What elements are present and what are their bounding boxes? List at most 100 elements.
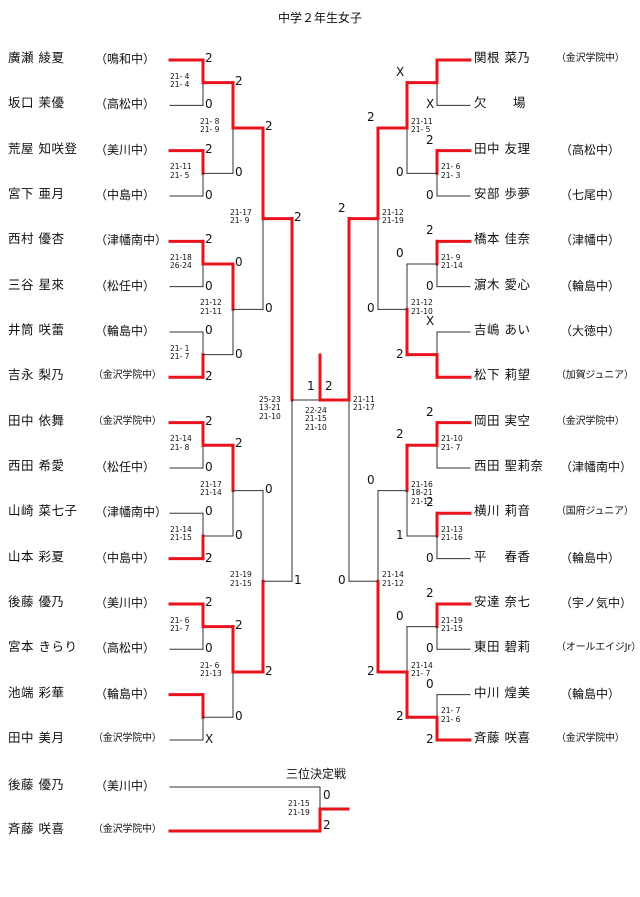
right-player-school: （津幡南中） [560,459,633,474]
left-player-name: 山本 彩夏 [8,548,65,564]
match-score-top: 0 [265,481,273,496]
match-set-scores: 21-11 21-17 [353,394,375,413]
left-player-name: 廣瀬 綾夏 [8,50,65,65]
right-player-name: 平 春香 [474,548,531,564]
bracket-title: 中学２年生女子 [277,11,362,25]
match-score-top: 0 [396,245,404,260]
match-score-bottom: 0 [396,165,404,180]
left-player-school: （鳴和中） [95,52,156,66]
third-place-player-school: （金沢学院中） [93,824,162,835]
match-set-scores: 21-11 21- 5 [411,116,433,135]
match-score-top: 2 [205,232,213,247]
left-player-school: （中島中） [95,550,156,565]
right-player-name: 濵木 愛心 [474,276,531,292]
left-player-name: 吉永 梨乃 [8,367,65,383]
match-score-top: 2 [426,495,434,510]
match-score-bottom: 0 [426,550,434,565]
left-player-school: （輪島中） [95,323,156,338]
right-player-school: （オールエイジJr） [556,642,640,654]
match-set-scores: 21-12 21-10 [411,298,433,316]
left-player-name: 山崎 菜七子 [8,503,78,519]
match-set-scores: 21-12 21-11 [200,298,222,316]
right-player-school: （宇ノ気中） [560,595,633,610]
right-player-school: （津幡中） [560,233,621,248]
match-score-bottom: 0 [235,165,243,180]
match-score-top: 2 [265,118,273,133]
right-player-name: 斉藤 咲喜 [474,729,531,745]
match-set-scores: 21-13 21-16 [441,524,463,543]
match-set-scores: 21- 6 21-13 [200,660,222,679]
left-player-name: 井筒 咲蕾 [8,321,65,337]
match-score-top: 2 [396,427,404,442]
match-score-top: 0 [205,504,213,519]
third-place-set-scores: 21-15 21-19 [288,799,310,817]
left-player-name: 荒屋 知咲登 [8,140,78,156]
match-score-bottom: 2 [205,369,213,384]
match-score-bottom: 0 [235,527,243,542]
third-place-player-name: 後藤 優乃 [8,777,65,792]
match-set-scores: 21-19 21-15 [230,570,252,588]
right-player-school: （輪島中） [560,686,621,701]
left-player-school: （松任中） [95,459,156,474]
match-score-top: 2 [426,404,434,419]
right-player-school: （金沢学院中） [556,53,625,64]
match-set-scores: 21- 1 21- 7 [170,343,190,362]
left-player-school: （美川中） [95,142,156,157]
match-score-top: 2 [367,109,375,124]
right-player-name: 欠 場 [474,95,527,111]
match-score-bottom: 2 [205,550,213,565]
left-player-name: 三谷 星來 [8,276,65,292]
right-player-school: （加賀ジュニア） [556,370,634,382]
match-score-bottom: 2 [367,663,375,678]
left-player-name: 田中 美月 [8,729,65,745]
match-score-top: 2 [205,594,213,609]
match-score-top: 2 [426,132,434,147]
left-player-name: 宮下 亜月 [8,185,65,201]
match-score-bottom: 0 [426,641,434,656]
right-player-name: 田中 友理 [474,140,531,156]
match-score-bottom: 0 [426,187,434,202]
right-player-name: 横川 莉音 [474,503,531,519]
right-player-name: 東田 碧莉 [474,639,531,655]
match-set-scores: 21-10 21- 7 [441,434,463,452]
match-set-scores: 25-23 13-21 21-10 [259,394,281,421]
match-score-bottom: X [426,97,435,112]
match-set-scores: 21-14 21-15 [170,524,192,543]
right-player-name: 岡田 実空 [474,412,531,428]
match-score-bottom: 2 [265,663,273,678]
match-score-top: 0 [205,322,213,337]
match-set-scores: 21-17 21- 9 [230,207,252,226]
match-score-top: 2 [205,413,213,428]
right-player-school: （輪島中） [560,278,621,293]
match-score-top: X [426,313,435,328]
match-score-bottom: 0 [338,573,346,588]
third-place-player-school: （美川中） [95,779,156,793]
match-score-top: 2 [426,585,434,600]
right-player-school: （大徳中） [560,323,621,338]
third-place-score-top: 0 [323,788,331,802]
match-score-top: 0 [367,472,375,487]
right-player-name: 安部 歩夢 [474,185,531,201]
match-set-scores: 21-12 21-19 [382,207,404,226]
match-set-scores: 21-19 21-15 [441,615,463,634]
left-player-name: 田中 依舞 [8,412,65,428]
match-score-top: 2 [235,436,243,451]
left-player-name: 坂口 茉優 [8,95,65,111]
match-score-top: 2 [338,200,346,215]
right-player-school: （輪島中） [560,550,621,565]
match-score-top: 2 [294,209,302,224]
match-score-top: X [396,64,405,79]
match-score-bottom: 2 [396,709,404,724]
match-set-scores: 21- 8 21- 9 [200,116,220,135]
final-score-right: 2 [325,378,333,393]
match-set-scores: 21-11 21- 5 [170,162,192,180]
left-player-name: 宮本 きらり [8,639,78,655]
right-player-name: 松下 莉望 [474,367,531,383]
match-score-bottom: 2 [426,731,434,746]
match-set-scores: 21- 6 21- 3 [441,162,461,180]
match-set-scores: 21- 4 21- 4 [170,71,190,90]
match-set-scores: 21-17 21-14 [200,479,222,498]
right-player-name: 関根 菜乃 [474,50,531,65]
